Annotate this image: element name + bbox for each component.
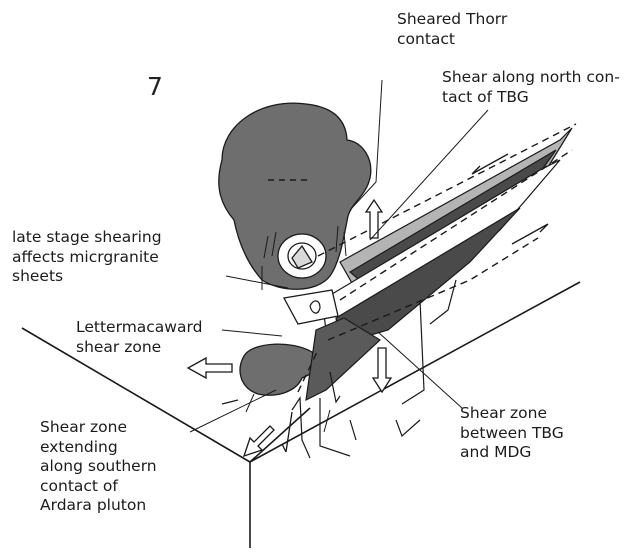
arrow-up-icon [366,200,382,238]
half-arrow-icon [512,224,548,244]
label-shear-zone-southern-contact: Shear zone extending along southern cont… [40,418,157,516]
half-arrow-icon [472,154,508,174]
label-late-stage-shearing: late stage shearing affects micrgranite … [12,228,162,287]
half-arrow-icon [222,400,238,404]
arrow-left-icon [188,358,232,378]
label-shear-zone-tbg-mdg: Shear zone between TBG and MDG [460,404,564,463]
label-shear-north-contact: Shear along north con- tact of TBG [442,68,620,107]
label-lettermacaward-shear-zone: Lettermacaward shear zone [76,318,202,357]
lower-pluton [240,344,316,395]
label-sheared-thorr-contact: Sheared Thorr contact [397,10,507,49]
figure-number: 7 [147,72,163,101]
arrow-down-icon [373,348,391,392]
